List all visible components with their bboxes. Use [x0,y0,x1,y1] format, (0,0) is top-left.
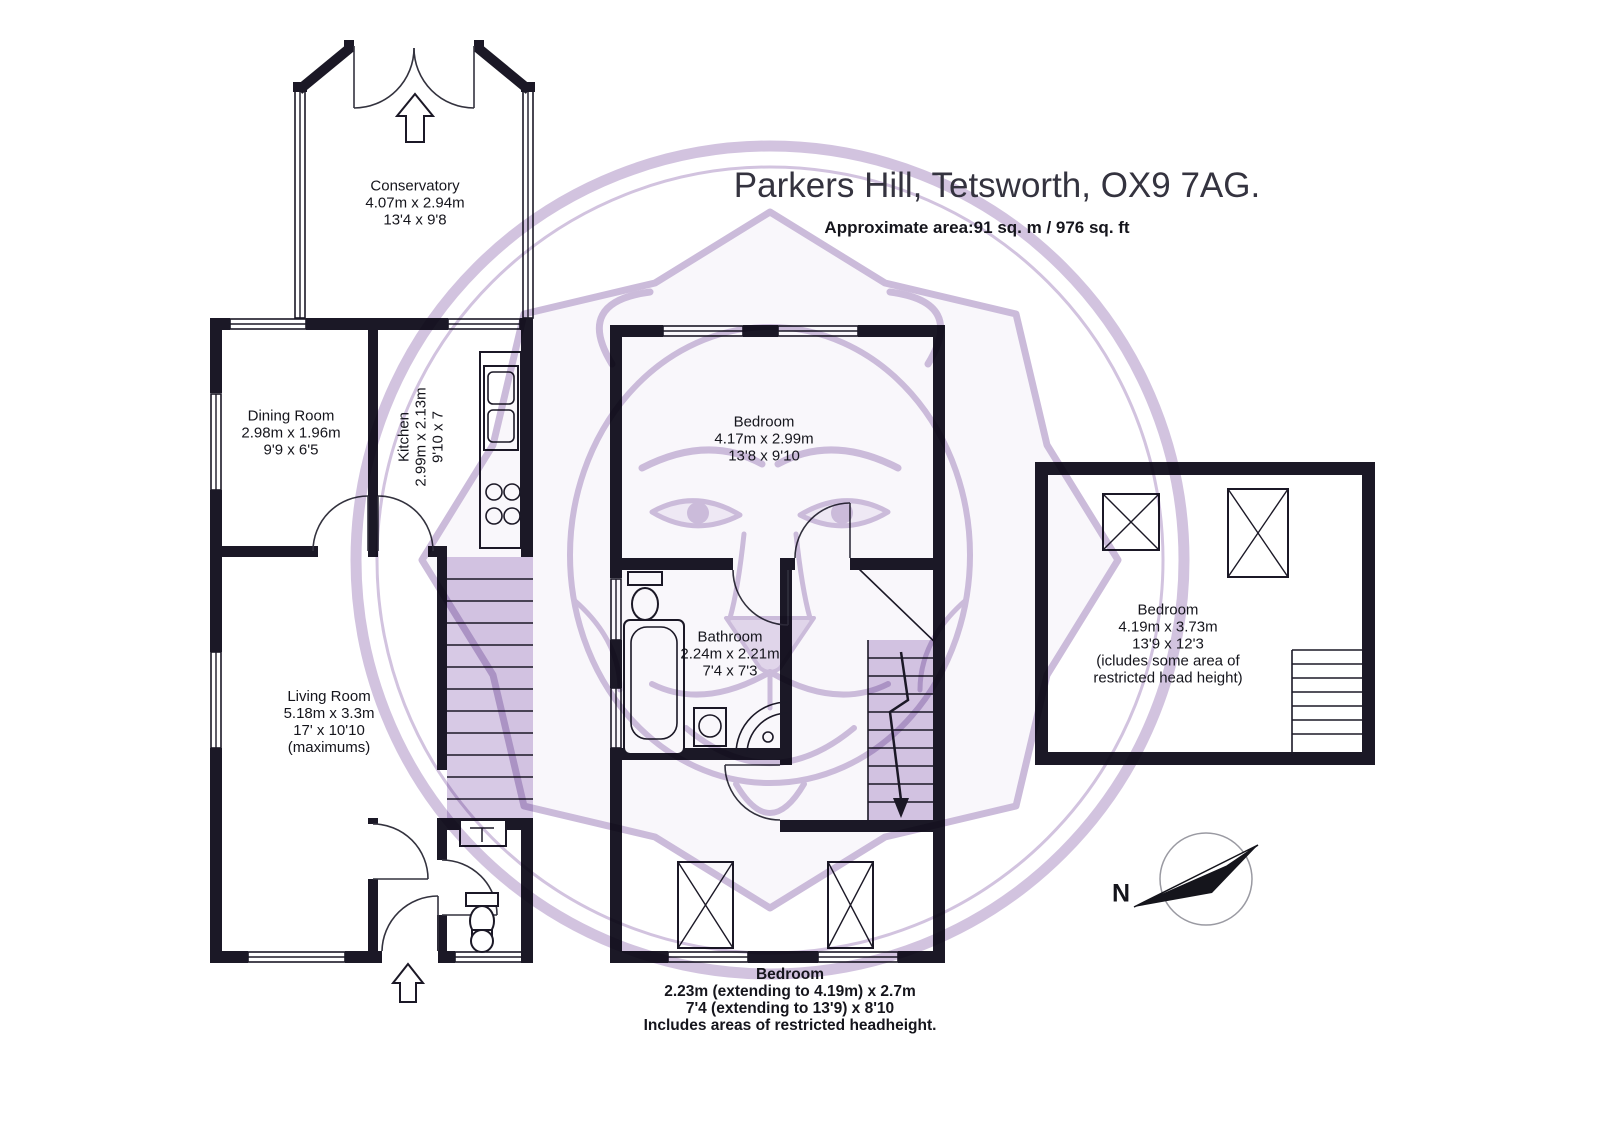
room-dim-imperial: 13'8 x 9'10 [728,447,800,465]
room-label-bedroom-1: Bedroom 4.17m x 2.99m 13'8 x 9'10 [714,414,813,465]
entrance-arrow-icon [394,92,436,143]
room-dim-imperial: 7'4 x 7'3 [702,662,758,680]
compass-icon [1133,832,1259,926]
room-dim-metric: 4.17m x 2.99m [714,430,814,448]
room-label-living-room: Living Room 5.18m x 3.3m 17' x 10'10 (ma… [284,688,375,756]
front-door-arrow-icon [390,962,426,1003]
room-dim-imperial: 7'4 (extending to 13'9) x 8'10 [685,1000,895,1017]
room-name: Dining Room [247,407,335,425]
room-label-bathroom: Bathroom 2.24m x 2.21m 7'4 x 7'3 [680,629,779,680]
room-dim-imperial: 13'4 x 9'8 [383,211,447,229]
toilet-icon [465,892,499,937]
room-note: Includes areas of restricted headheight. [643,1017,937,1034]
room-dim-metric: 5.18m x 3.3m [283,705,375,722]
room-dim-metric: 4.19m x 3.73m [1118,618,1218,636]
room-dim-metric: 2.99m x 2.13m [412,387,430,487]
lion-watermark [350,140,1190,980]
room-name: Bedroom [755,966,825,983]
page-title: Parkers Hill, Tetsworth, OX9 7AG. [733,166,1261,205]
room-dim-imperial: 9'9 x 6'5 [263,441,319,459]
room-name: Bedroom [733,413,795,431]
room-dim-metric: 2.98m x 1.96m [241,424,341,442]
room-name: Bedroom [1137,601,1199,619]
room-name: Kitchen [395,411,413,463]
skylight-icon [1227,488,1289,578]
wardrobe-icon [827,861,874,949]
conservatory-structure [293,40,535,319]
room-dim-imperial: 9'10 x 7 [429,410,447,464]
room-label-dining-room: Dining Room 2.98m x 1.96m 9'9 x 6'5 [241,408,340,459]
room-dim-metric: 2.24m x 2.21m [680,645,780,663]
skylight-icon [1102,493,1160,551]
room-label-bedroom-3: Bedroom 4.19m x 3.73m 13'9 x 12'3 (iclud… [1093,602,1242,687]
room-dim-imperial: 13'9 x 12'3 [1132,635,1204,653]
room-note: (icludes some area of [1096,652,1240,670]
basin-icon [470,929,494,953]
room-dim-imperial: 17' x 10'10 [293,722,365,739]
conservatory-double-door [353,46,475,109]
lion-mane [418,208,1122,912]
compass-north-label: N [1111,879,1131,908]
room-label-kitchen: Kitchen 2.99m x 2.13m 9'10 x 7 [396,387,447,486]
lion-face [567,324,973,786]
room-name: Conservatory [370,177,460,195]
room-dim-metric: 2.23m (extending to 4.19m) x 2.7m [664,983,916,1000]
room-name: Living Room [287,688,371,705]
room-label-conservatory: Conservatory 4.07m x 2.94m 13'4 x 9'8 [365,178,464,229]
room-name: Bathroom [697,628,763,646]
room-label-bedroom-2: Bedroom 2.23m (extending to 4.19m) x 2.7… [644,966,937,1034]
area-label: Approximate area:91 sq. m / 976 sq. ft [824,218,1130,237]
room-dim-metric: 4.07m x 2.94m [365,194,465,212]
room-note: (maximums) [287,739,371,756]
second-floor-stairs [1291,649,1362,752]
room-note: restricted head height) [1093,669,1243,687]
